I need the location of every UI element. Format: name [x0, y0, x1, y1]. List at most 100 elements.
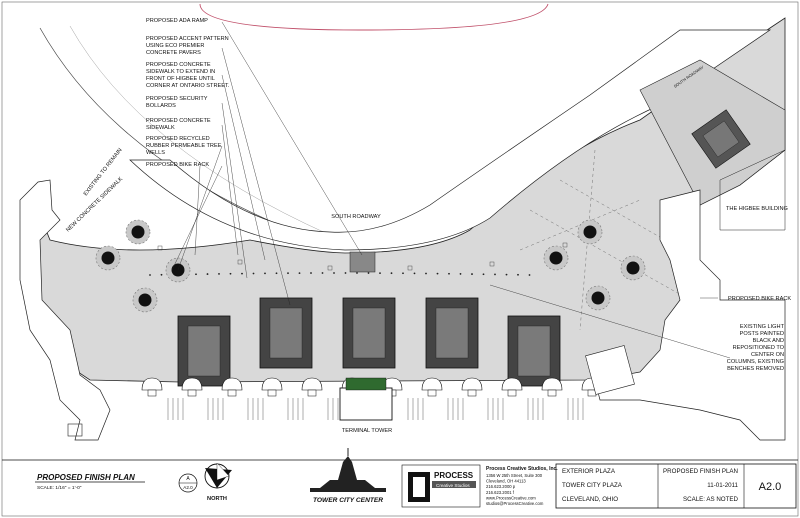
road-edge-left-inner — [69, 25, 331, 236]
paver-pattern — [352, 307, 386, 359]
bollard — [402, 272, 404, 275]
tree — [591, 291, 605, 305]
drawing-date: 11-01-2011 — [707, 482, 738, 489]
accent-paver-beds — [177, 297, 561, 387]
note-line: PROPOSED ADA RAMP — [146, 18, 208, 24]
column-shaft — [547, 389, 557, 397]
light-note-line: POSTS PAINTED — [740, 331, 784, 337]
column-base — [461, 377, 483, 391]
process-logo-subbar — [432, 481, 476, 488]
paver-pattern — [269, 307, 303, 359]
note-line: CONCRETE PAVERS — [146, 50, 201, 56]
note-leaders — [171, 21, 731, 359]
firm-address-line: 216.623.2000 p — [486, 484, 516, 489]
bollard — [517, 273, 519, 276]
column-shaft — [427, 389, 437, 397]
sheet-reference-bubble-icon — [178, 473, 198, 493]
bollard — [379, 272, 381, 275]
note-line: PROPOSED CONCRETE — [146, 118, 211, 124]
note-line: WELLS — [146, 150, 165, 156]
column-base — [501, 377, 523, 391]
bollard — [275, 272, 278, 275]
note-line: PROPOSED SECURITY — [146, 96, 208, 102]
terminal-tower-label: TERMINAL TOWER — [342, 428, 392, 434]
existing-to-remain-label: EXISTING TO REMAIN — [83, 147, 124, 197]
bollard — [218, 273, 220, 275]
project-line: CLEVELAND, OHIO — [562, 496, 618, 503]
process-logo-sub: Creative Studios — [436, 483, 470, 488]
note-line: PROPOSED BIKE RACK — [146, 162, 209, 168]
firm-name: Process Creative Studios, Inc. — [486, 466, 558, 472]
bollard — [206, 273, 209, 275]
firm-address-line: studios@ProcessCreative.com — [486, 501, 544, 506]
bollard — [160, 273, 163, 276]
tree — [101, 251, 115, 265]
bollard — [333, 272, 335, 274]
note-line: FRONT OF HIGBEE UNTIL — [146, 76, 215, 82]
tree — [138, 293, 152, 307]
tree — [583, 225, 597, 239]
note-line: PROPOSED CONCRETE — [146, 62, 211, 68]
drawing-title: PROPOSED FINISH PLAN — [663, 468, 738, 475]
firm-address: 1356 W 25th Street, Suite 300Cleveland, … — [486, 473, 544, 506]
column-shaft — [267, 389, 277, 397]
bollard — [436, 272, 439, 275]
higbee-outline — [719, 149, 786, 231]
terminal-tower-entry — [339, 387, 393, 421]
note-line: USING ECO PREMIER — [146, 43, 204, 49]
firm-address-line: 1356 W 25th Street, Suite 300 — [486, 473, 543, 478]
bollard — [367, 272, 370, 274]
paver-pattern — [517, 325, 551, 377]
right-entry-kiosk — [585, 345, 635, 395]
column-base — [261, 377, 283, 391]
light-note-line: CENTER ON — [751, 352, 784, 358]
title-info-box — [555, 463, 797, 509]
project-line: TOWER CITY PLAZA — [562, 482, 623, 489]
bollard — [413, 272, 416, 275]
bike-rack-marker — [562, 242, 568, 248]
drawing-scale: SCALE: AS NOTED — [683, 496, 739, 503]
ada-ramp — [349, 251, 376, 273]
note-line: RUBBER PERMEABLE TREE — [146, 143, 222, 149]
scale-note: SCALE: 1/16" = 1'-0" — [37, 485, 82, 491]
sheet-ref-bottom: A2.0 — [183, 485, 193, 490]
column-base — [221, 377, 243, 391]
firm-address-line: www.ProcessCreative.com — [486, 495, 536, 500]
light-note-line: EXISTING LIGHT — [740, 324, 785, 330]
ada-ramp-arc — [199, 3, 549, 31]
light-note-line: REPOSITIONED TO — [733, 345, 785, 351]
paver-pattern — [435, 307, 469, 359]
bollard — [229, 272, 232, 275]
note-line: PROPOSED ACCENT PATTERN — [146, 36, 229, 42]
north-label: NORTH — [207, 496, 227, 502]
light-note-line: BLACK AND — [753, 338, 784, 344]
bollard — [195, 273, 197, 276]
column-base — [541, 377, 563, 391]
bollard — [448, 272, 450, 275]
tower-city-center-logo-icon — [310, 448, 386, 492]
column-shaft — [147, 389, 157, 397]
process-logo-mark-inner — [413, 477, 425, 497]
south-roadway-label: SOUTH ROADWAY — [331, 214, 381, 220]
bollard — [494, 273, 496, 276]
bollard — [298, 272, 301, 275]
right-building-edge — [594, 189, 786, 441]
bollard — [356, 272, 358, 274]
note-line: BOLLARDS — [146, 103, 176, 109]
note-line: SIDEWALK — [146, 125, 175, 131]
firm-address-line: 216.623.2001 f — [486, 490, 515, 495]
bollard — [505, 273, 508, 276]
bollard — [528, 274, 531, 276]
column-base — [141, 377, 163, 391]
entry-planters — [345, 377, 387, 391]
column-shaft — [227, 389, 237, 397]
tree — [549, 251, 563, 265]
bike-rack-marker — [327, 265, 333, 271]
column-shaft — [507, 389, 517, 397]
column-base — [181, 377, 203, 391]
proposed-bike-rack-right-label: PROPOSED BIKE RACK — [728, 296, 791, 302]
tower-city-center-text: TOWER CITY CENTER — [313, 497, 383, 504]
sheet-number: A2.0 — [759, 481, 782, 493]
